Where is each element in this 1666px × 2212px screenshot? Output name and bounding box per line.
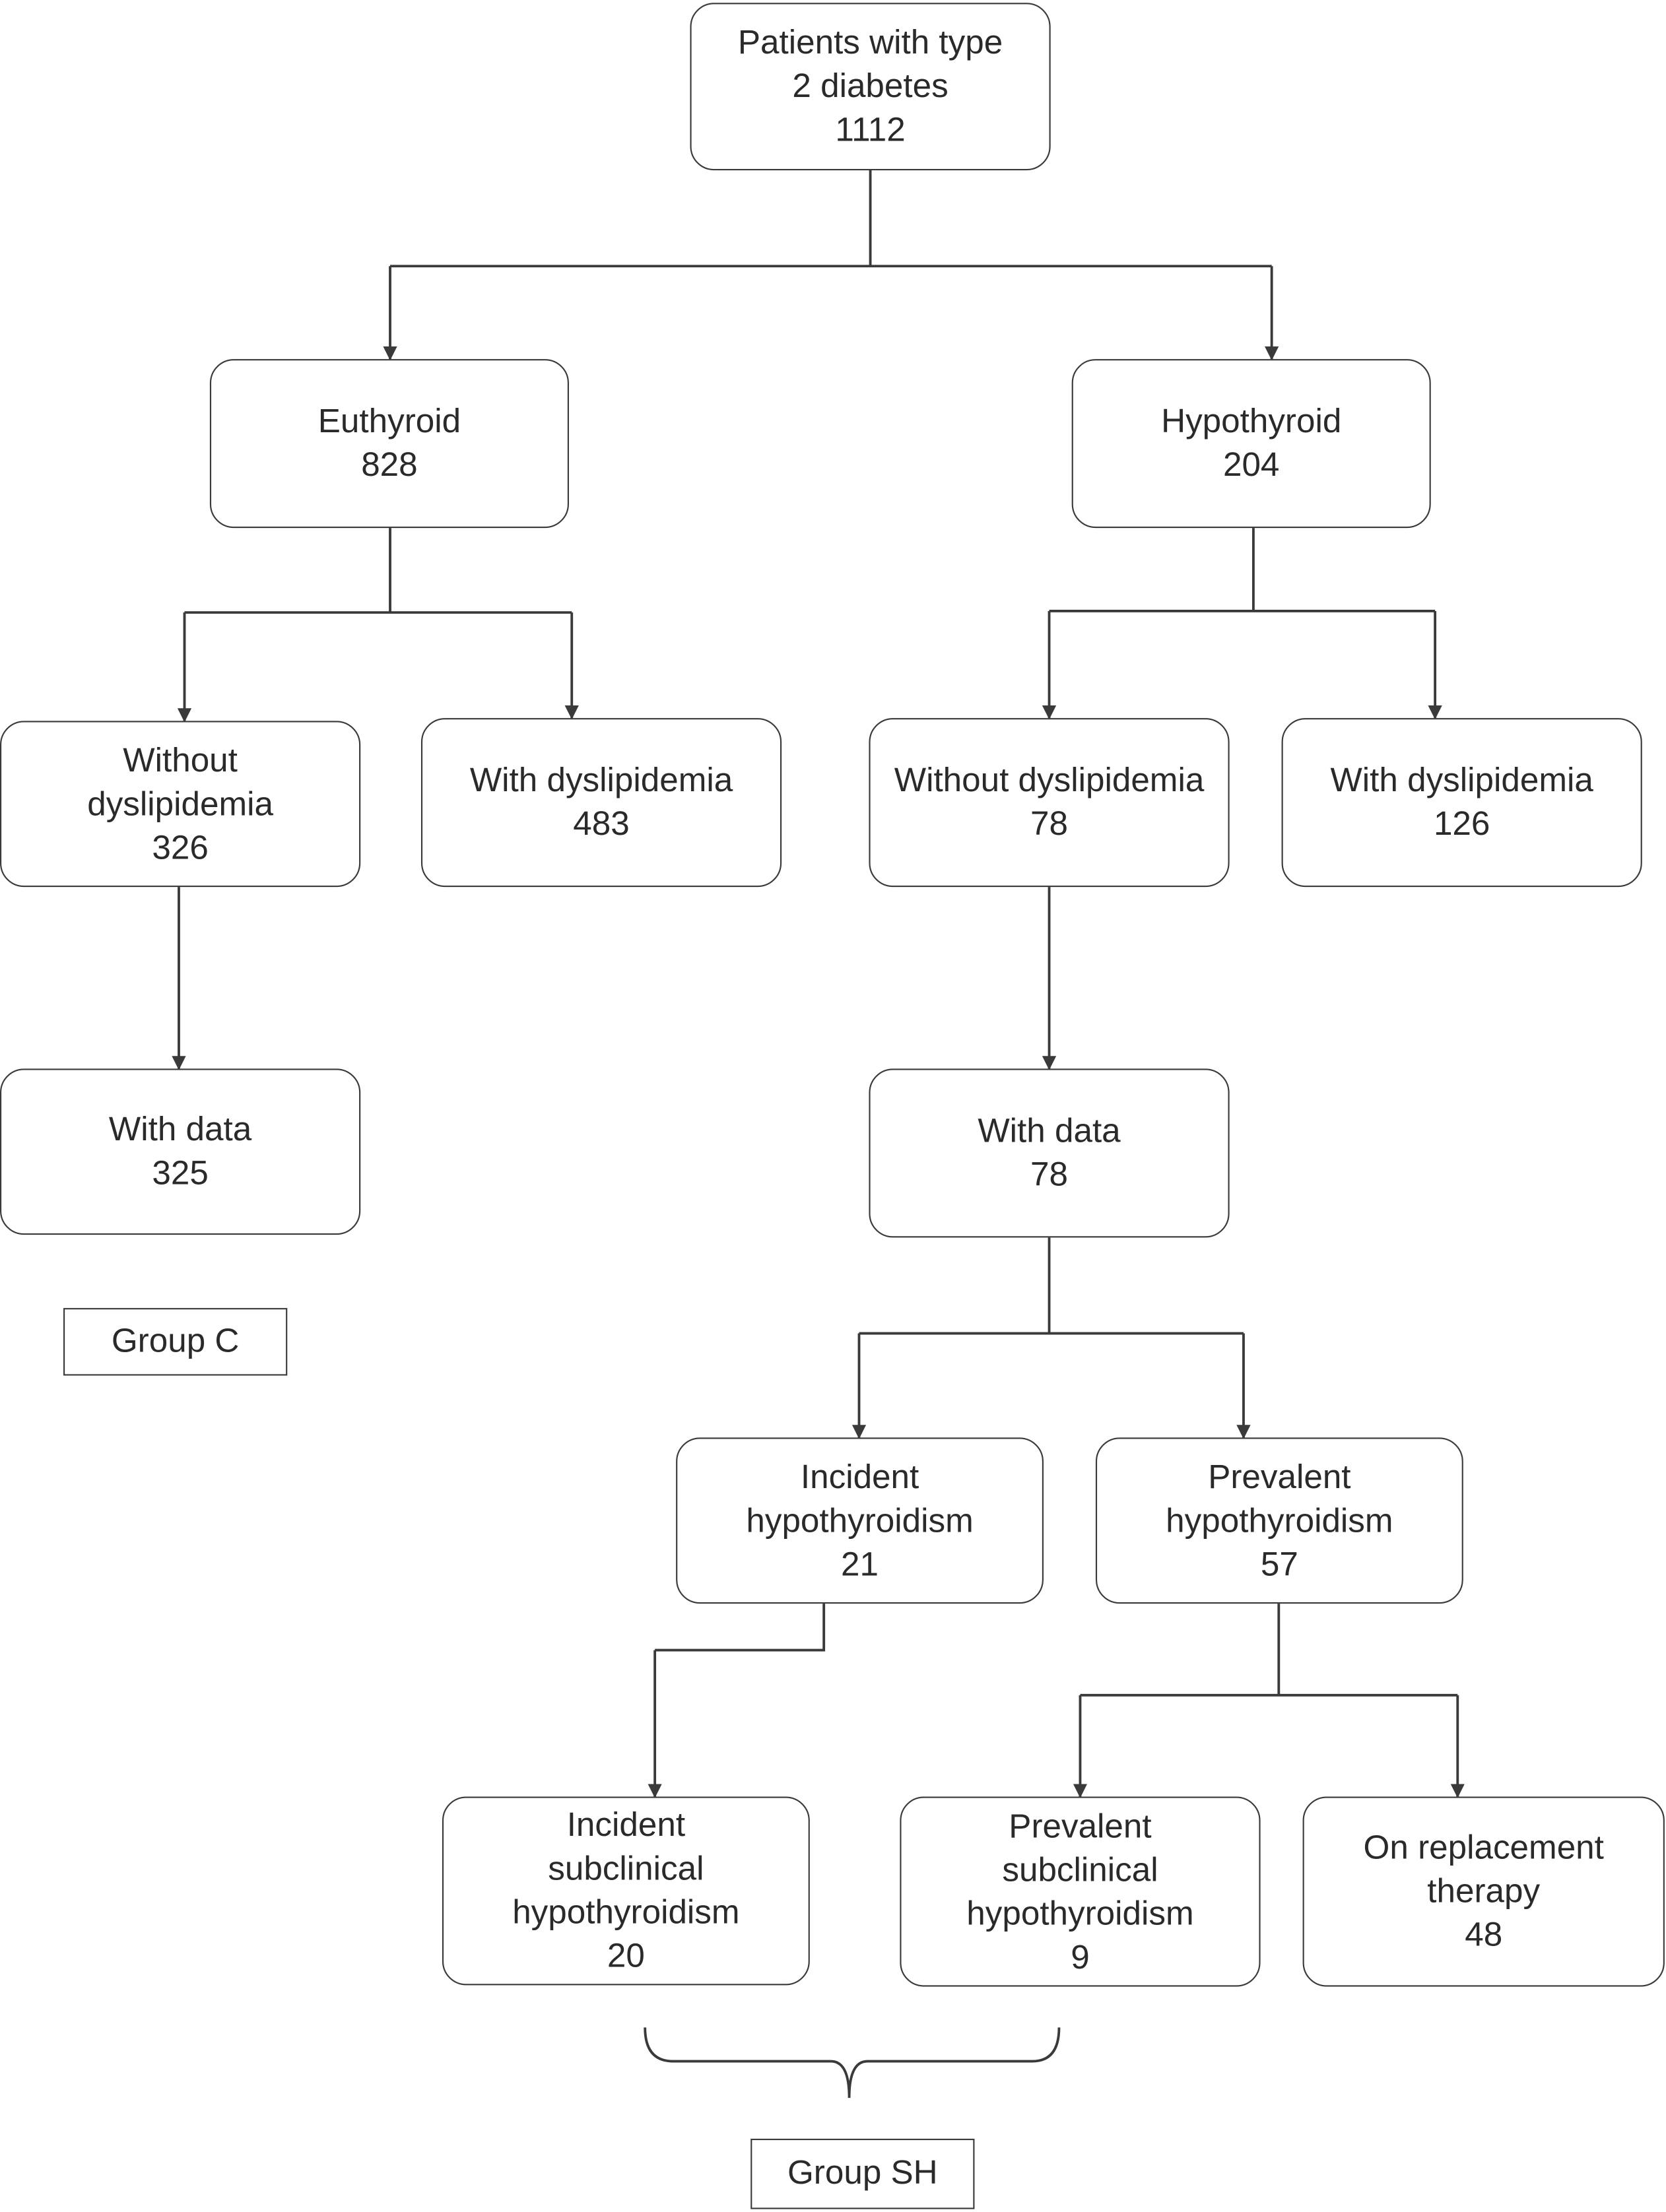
node-count: 57 bbox=[1260, 1545, 1298, 1584]
node-count: 48 bbox=[1465, 1916, 1503, 1955]
node-on-replacement-therapy: On replacement therapy 48 bbox=[1302, 1796, 1665, 1987]
node-label-line: 2 diabetes bbox=[792, 67, 949, 106]
node-count: 326 bbox=[152, 828, 209, 867]
node-hypothyroid-with-dyslipidemia: With dyslipidemia 126 bbox=[1281, 718, 1642, 888]
node-label-line: Euthyroid bbox=[317, 403, 461, 441]
node-label-line: With data bbox=[978, 1112, 1121, 1151]
node-label-line: Without dyslipidemia bbox=[894, 762, 1205, 800]
node-count: 325 bbox=[152, 1154, 209, 1193]
node-count: 483 bbox=[573, 805, 630, 844]
node-label-line: hypothyroidism bbox=[746, 1501, 974, 1540]
group-sh-label: Group SH bbox=[750, 2138, 975, 2209]
node-incident-hypothyroidism: Incident hypothyroidism 21 bbox=[676, 1437, 1044, 1604]
node-hypothyroid-with-data: With data 78 bbox=[869, 1068, 1230, 1238]
node-count: 828 bbox=[361, 446, 418, 484]
node-euthyroid-with-data: With data 325 bbox=[0, 1068, 361, 1235]
node-label-line: Incident bbox=[800, 1458, 919, 1496]
node-label-line: On replacement bbox=[1363, 1829, 1604, 1868]
node-prevalent-subclinical-hypothyroidism: Prevalent subclinical hypothyroidism 9 bbox=[900, 1796, 1261, 1987]
node-hypothyroid: Hypothyroid 204 bbox=[1071, 359, 1431, 529]
node-label-line: Hypothyroid bbox=[1161, 403, 1342, 441]
node-count: 20 bbox=[607, 1937, 645, 1976]
node-hypothyroid-without-dyslipidemia: Without dyslipidemia 78 bbox=[869, 718, 1230, 888]
node-label-line: Incident bbox=[566, 1806, 686, 1845]
node-label-line: With dyslipidemia bbox=[469, 762, 733, 800]
node-label-line: With data bbox=[108, 1111, 252, 1150]
node-label-line: With dyslipidemia bbox=[1330, 762, 1593, 800]
node-euthyroid-without-dyslipidemia: Without dyslipidemia 326 bbox=[0, 721, 361, 888]
node-count: 78 bbox=[1030, 1155, 1069, 1194]
node-label-line: hypothyroidism bbox=[1166, 1501, 1393, 1540]
node-label-line: Without bbox=[123, 741, 238, 779]
node-prevalent-hypothyroidism: Prevalent hypothyroidism 57 bbox=[1095, 1437, 1463, 1604]
node-label-line: Patients with type bbox=[737, 24, 1003, 62]
node-label-line: hypothyroidism bbox=[512, 1893, 740, 1932]
node-label-line: subclinical bbox=[548, 1850, 704, 1889]
node-label-line: therapy bbox=[1427, 1872, 1541, 1911]
node-count: 78 bbox=[1030, 805, 1069, 844]
node-incident-subclinical-hypothyroidism: Incident subclinical hypothyroidism 20 bbox=[442, 1796, 810, 1986]
connector-incident-elbow bbox=[655, 1604, 826, 1652]
node-label-line: hypothyroidism bbox=[966, 1894, 1194, 1933]
node-count: 9 bbox=[1071, 1937, 1090, 1976]
node-patients-type2-diabetes: Patients with type 2 diabetes 1112 bbox=[690, 3, 1051, 171]
node-label-line: Prevalent bbox=[1009, 1807, 1152, 1846]
node-count: 126 bbox=[1433, 805, 1490, 844]
node-count: 1112 bbox=[835, 111, 906, 150]
node-count: 21 bbox=[841, 1545, 879, 1584]
node-count: 204 bbox=[1222, 446, 1280, 484]
group-sh-brace bbox=[644, 2027, 1061, 2098]
node-euthyroid-with-dyslipidemia: With dyslipidemia 483 bbox=[420, 718, 782, 888]
group-c-label: Group C bbox=[63, 1308, 288, 1376]
node-label-line: dyslipidemia bbox=[87, 785, 273, 824]
node-label-line: Prevalent bbox=[1208, 1458, 1351, 1496]
node-label-line: subclinical bbox=[1002, 1850, 1158, 1889]
node-euthyroid: Euthyroid 828 bbox=[209, 359, 569, 529]
